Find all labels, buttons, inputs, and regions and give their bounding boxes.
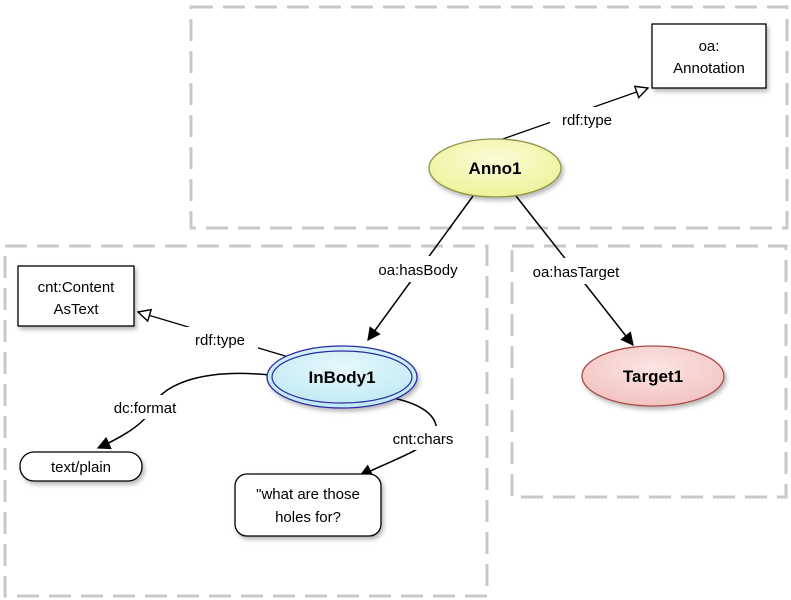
chars-literal-line2: holes for?: [275, 509, 341, 526]
svg-text:oa:hasBody: oa:hasBody: [378, 262, 458, 279]
chars-literal-line1: "what are those: [256, 486, 360, 503]
oa-annotation-line1: oa:: [699, 38, 720, 55]
content-as-text-line2: AsText: [53, 301, 99, 318]
svg-text:rdf:type: rdf:type: [562, 112, 612, 129]
chars-literal-node: [234, 473, 382, 537]
svg-text:cnt:chars: cnt:chars: [393, 431, 454, 448]
inbody1-label: InBody1: [308, 368, 375, 387]
oa-annotation-line2: Annotation: [673, 60, 745, 77]
annotation-group-box: [189, 5, 789, 230]
edge-label-cnt-chars: cnt:chars: [378, 426, 468, 450]
edge-label-body-type: rdf:type: [182, 327, 258, 351]
content-as-text-line1: cnt:Content: [38, 279, 116, 296]
target1-label: Target1: [623, 367, 683, 386]
content-as-text-node: [17, 265, 135, 327]
edge-label-dc-format: dc:format: [100, 395, 190, 419]
anno1-node: [428, 138, 562, 198]
target1-node: [581, 345, 725, 407]
anno1-label: Anno1: [469, 159, 522, 178]
edge-label-has-target: oa:hasTarget: [514, 258, 638, 284]
oa-annotation-node: [651, 23, 767, 89]
edge-label-has-body: oa:hasBody: [362, 256, 474, 282]
edge-label-anno-type: rdf:type: [550, 107, 624, 131]
inbody1-node: [266, 345, 418, 409]
target-group-box: [510, 244, 788, 499]
svg-text:rdf:type: rdf:type: [195, 332, 245, 349]
svg-text:dc:format: dc:format: [114, 400, 177, 417]
body-group-box: [3, 244, 489, 598]
svg-text:oa:hasTarget: oa:hasTarget: [533, 264, 621, 281]
text-plain-node: [19, 451, 143, 482]
text-plain-label: text/plain: [51, 459, 111, 476]
inbody1-inner-ring: [271, 350, 413, 404]
